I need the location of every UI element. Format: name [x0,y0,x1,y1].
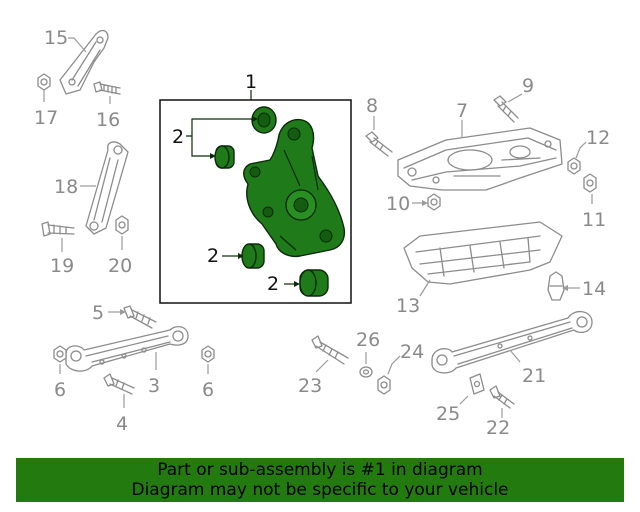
callout-24: 24 [400,341,424,363]
part-24-nut [377,375,391,395]
part-8-bolt [365,131,393,157]
callout-9: 9 [522,75,534,97]
part-25-bracket [469,373,485,395]
part-3-arm [65,325,189,372]
bushing-lower-left [241,243,265,269]
callout-5: 5 [92,302,104,324]
part-14-clip [547,271,565,301]
disclaimer-banner: Part or sub-assembly is #1 in diagram Di… [16,458,624,502]
callout-25: 25 [436,403,460,425]
callout-12: 12 [586,127,610,149]
part-15-bracket [59,29,109,95]
callout-16: 16 [96,109,120,131]
callout-2-upper: 2 [172,126,184,148]
part-7-crossmember [397,127,563,191]
part-18-link [85,141,129,235]
part-20-nut [115,215,129,235]
callout-19: 19 [50,255,74,277]
callout-22: 22 [486,417,510,439]
callout-13: 13 [396,295,420,317]
part-19-bolt [41,221,75,237]
banner-line-1: Part or sub-assembly is #1 in diagram [157,460,483,480]
callout-4: 4 [116,413,128,435]
callout-23: 23 [298,375,322,397]
callout-6-left: 6 [54,379,66,401]
part-26-washer [359,366,373,378]
steering-knuckle [243,118,346,258]
callout-10: 10 [386,193,410,215]
callout-7: 7 [456,100,468,122]
parts-diagram: 1 2 2 2 15 [34,27,610,439]
callout-26: 26 [356,329,380,351]
callout-14: 14 [582,278,606,300]
part-1-box [159,99,352,304]
callout-21: 21 [522,365,546,387]
part-12-nut [567,157,581,175]
part-6-nut-left [53,345,67,363]
bushing-upper-left [214,145,235,169]
callout-2-lower: 2 [267,273,279,295]
part-21-arm [431,311,593,374]
part-6-nut-right [201,345,215,363]
part-22-bolt [489,385,515,409]
part-11-nut [583,173,597,193]
callout-2-middle: 2 [207,245,219,267]
callout-20: 20 [108,255,132,277]
part-5-bolt [123,305,157,329]
banner-line-2: Diagram may not be specific to your vehi… [131,480,509,500]
part-17-nut [37,73,51,91]
part-13-shield [403,221,563,285]
part-4-bolt [103,373,135,395]
callout-15: 15 [44,27,68,49]
callout-1: 1 [245,71,257,93]
part-23-bolt [311,335,349,365]
part-9-bolt [493,95,519,123]
bushing-lower-right [299,269,329,297]
callout-18: 18 [54,176,78,198]
callout-8: 8 [366,95,378,117]
bushing-top [251,106,277,134]
callout-17: 17 [34,107,58,129]
part-10-nut [427,193,441,211]
part-16-bolt [93,81,121,95]
callout-11: 11 [582,209,606,231]
callout-3: 3 [148,375,160,397]
callout-6-right: 6 [202,379,214,401]
